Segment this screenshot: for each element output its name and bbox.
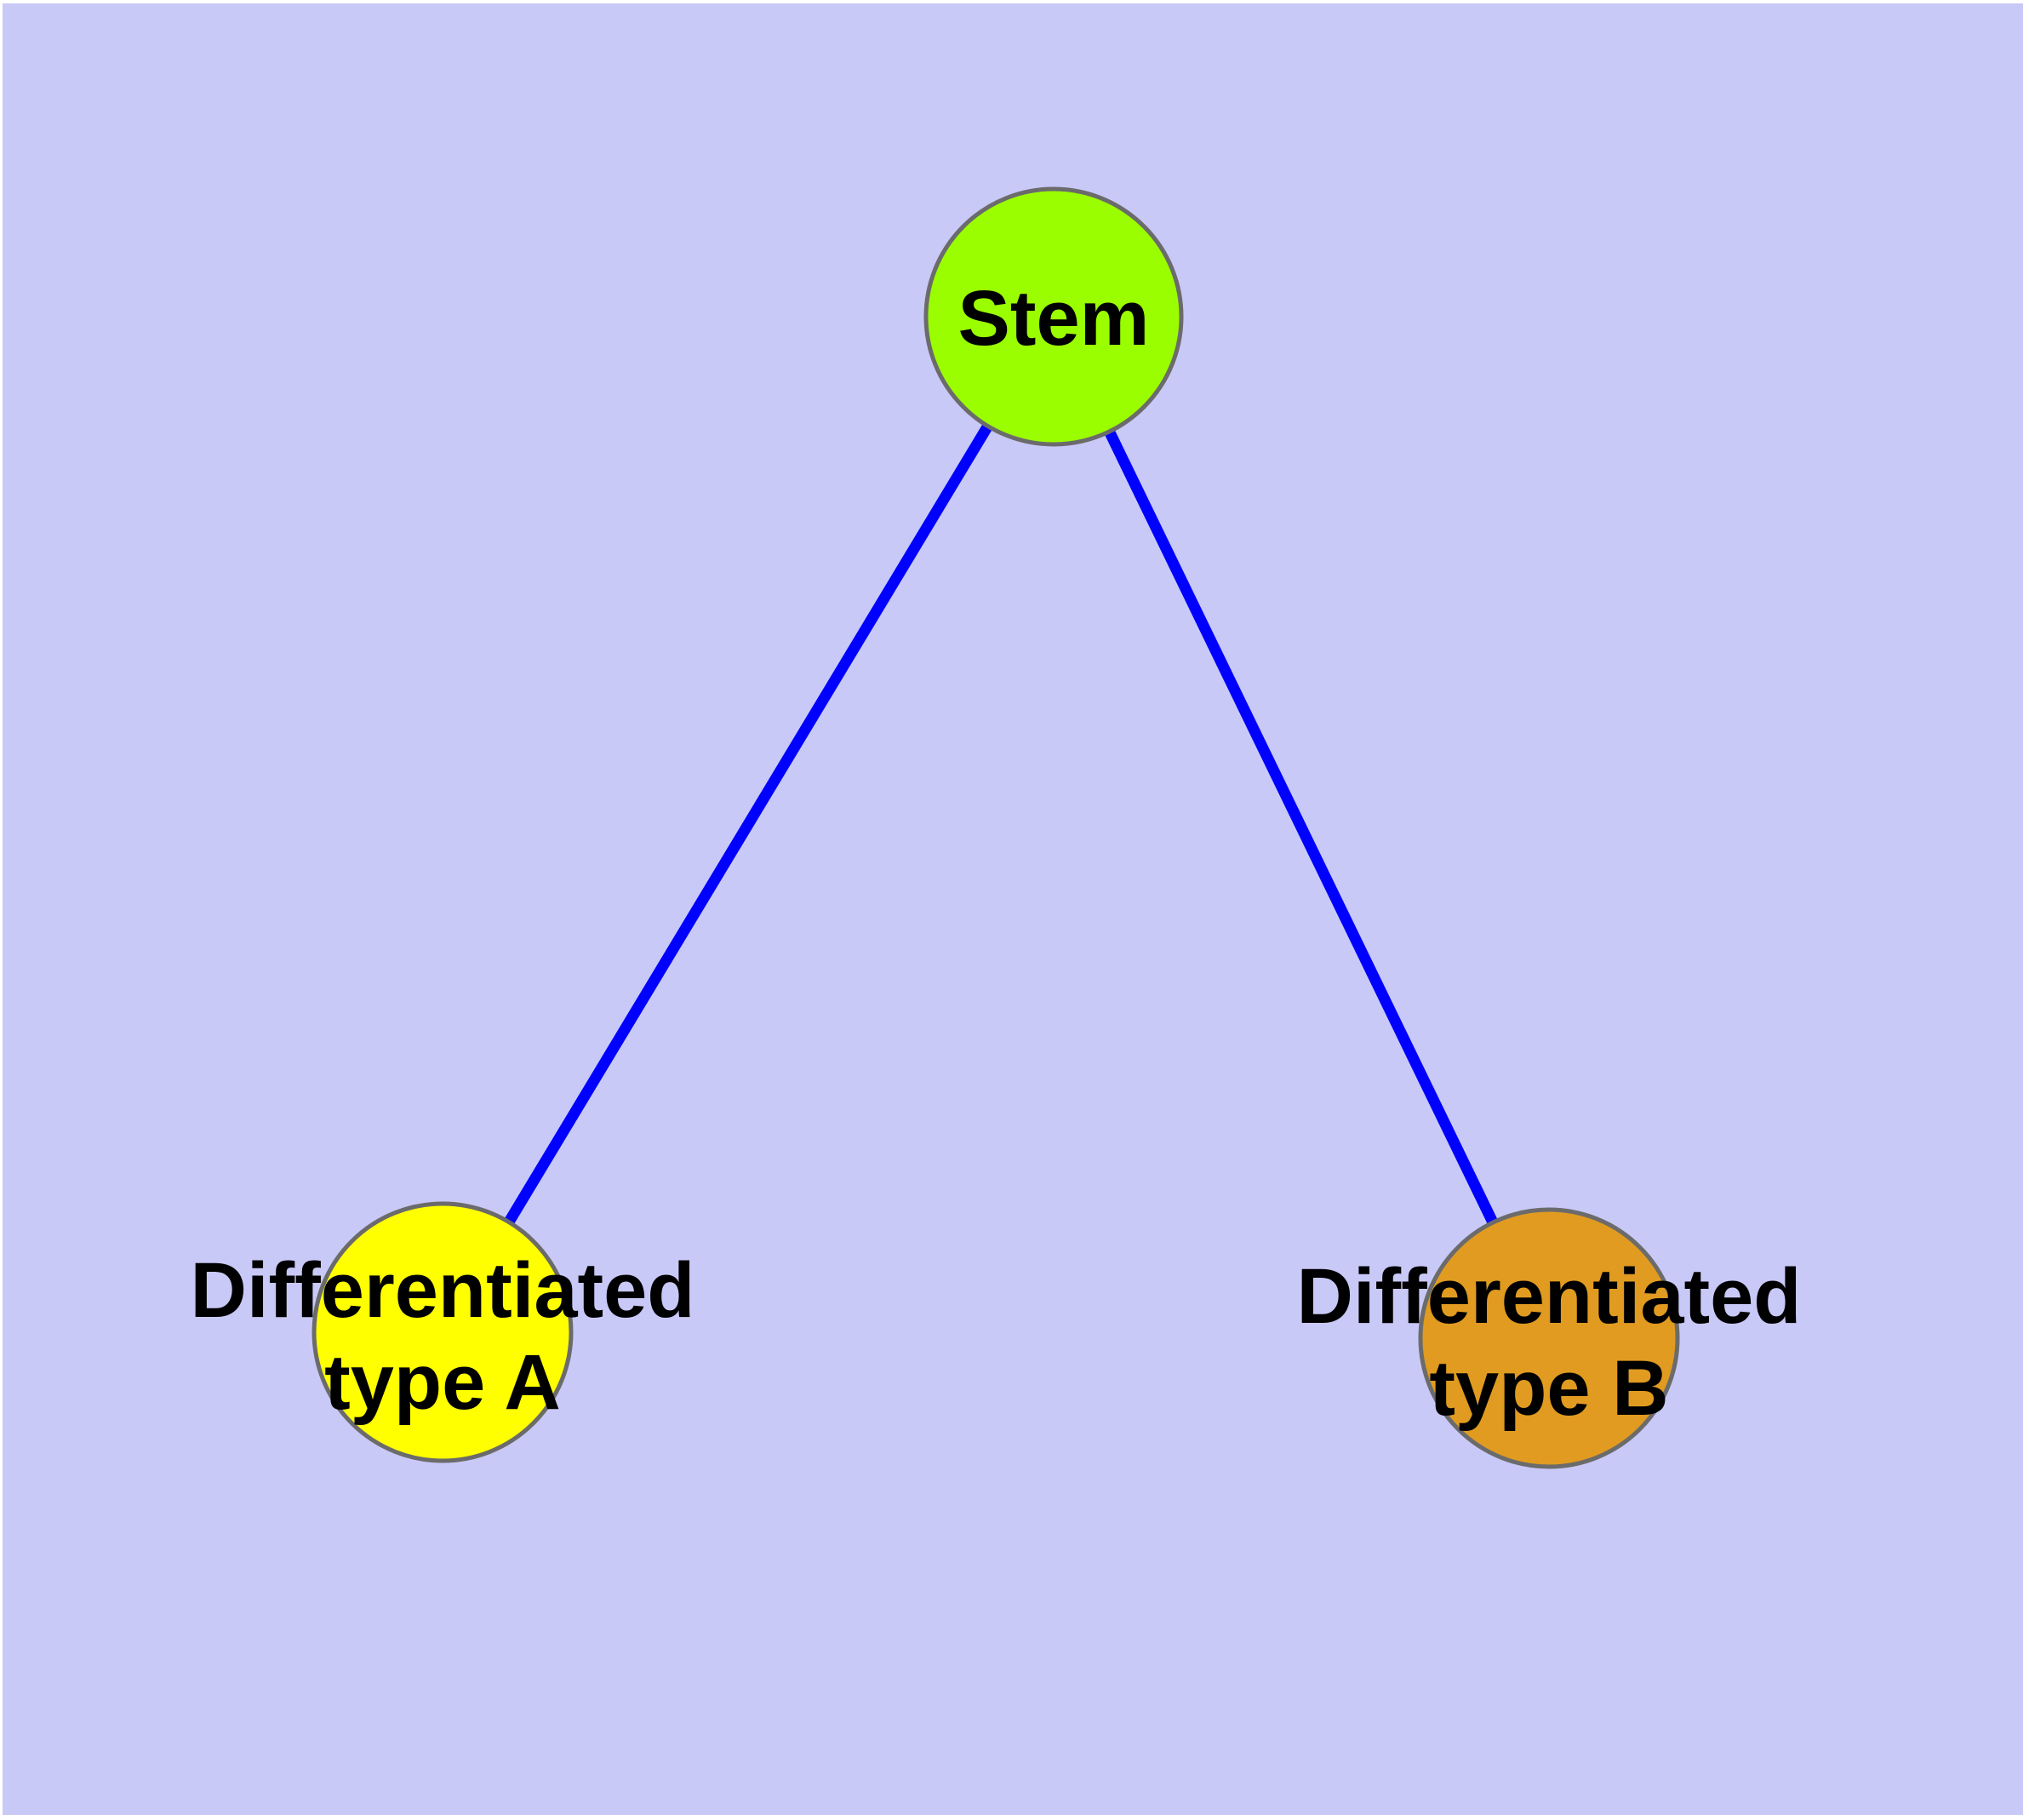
node-type-a-label-line1: Differentiated [191,1247,695,1334]
edge-stem-to-type-b [1049,314,1554,1341]
node-stem-circle [923,186,1184,447]
node-type-b-label-line1: Differentiated [1297,1253,1802,1340]
edge-stem-to-type-a [437,313,1059,1336]
node-type-b-label-line2: type B [1429,1345,1668,1432]
node-type-a-circle [311,1201,574,1463]
node-type-a-label-line2: type A [324,1339,561,1426]
node-type-b-circle [1418,1207,1680,1469]
node-stem-label: Stem [958,275,1150,362]
